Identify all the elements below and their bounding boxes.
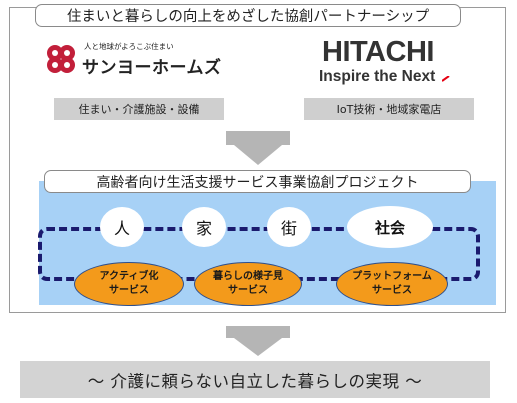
down-arrow-icon	[226, 131, 290, 169]
hitachi-domain-label: IoT技術・地域家電店	[304, 98, 474, 120]
hitachi-logo-text: HITACHI	[322, 36, 434, 68]
project-title: 高齢者向け生活支援サービス事業協創プロジェクト	[44, 170, 471, 193]
level-home: 家	[182, 207, 226, 247]
service-activation: アクティブ化 サービス	[74, 262, 184, 306]
service-watching-line2: サービス	[228, 285, 268, 296]
sanyo-clover-icon	[44, 42, 78, 76]
level-society: 社会	[347, 206, 433, 248]
sanyo-domain-label: 住まい・介護施設・設備	[54, 98, 224, 120]
service-activation-line1: アクティブ化	[99, 271, 159, 282]
level-person: 人	[100, 207, 144, 247]
level-street: 街	[267, 207, 311, 247]
sanyo-tagline: 人と地球がよろこぶ住まい	[84, 42, 174, 51]
service-platform: プラットフォーム サービス	[336, 262, 448, 306]
service-watching: 暮らしの様子見 サービス	[194, 262, 302, 306]
hitachi-tagline-accent-mark	[441, 67, 450, 82]
service-activation-line2: サービス	[109, 285, 149, 296]
service-platform-line1: プラットフォーム	[352, 271, 432, 282]
service-watching-line1: 暮らしの様子見	[213, 271, 283, 282]
service-platform-line2: サービス	[372, 285, 412, 296]
sanyo-logo-text: サンヨーホームズ	[82, 58, 222, 78]
partnership-title: 住まいと暮らしの向上をめざした協創パートナーシップ	[35, 4, 461, 27]
down-arrow-icon	[226, 326, 290, 360]
goal-statement: ～ 介護に頼らない自立した暮らしの実現 ～	[20, 361, 490, 398]
hitachi-tagline: Inspire the Next	[319, 68, 436, 85]
